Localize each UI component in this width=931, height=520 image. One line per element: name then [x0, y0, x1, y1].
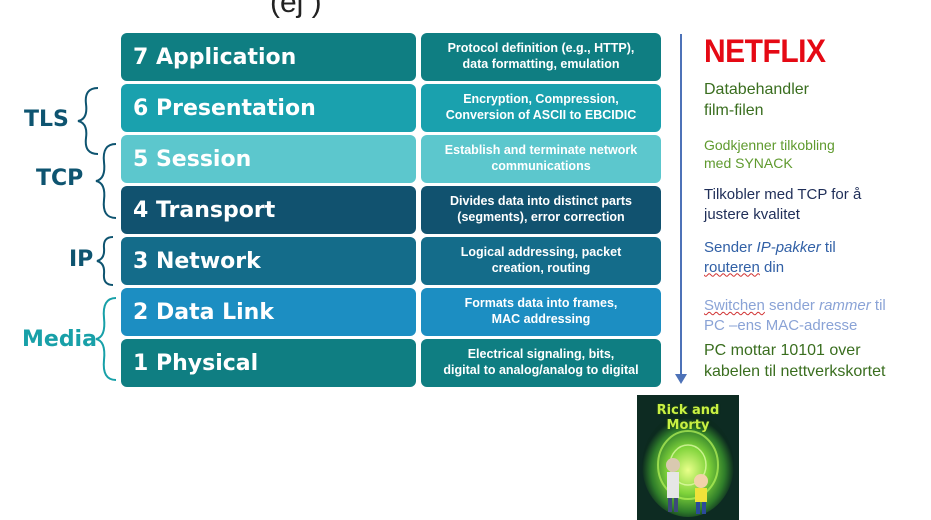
arrow-down-icon	[675, 374, 687, 384]
layer-3-network: 3 Network	[121, 237, 416, 285]
layer-4-description: Divides data into distinct parts (segmen…	[421, 186, 661, 234]
layer-1-description: Electrical signaling, bits, digital to a…	[421, 339, 661, 387]
layer-1-physical: 1 Physical	[121, 339, 416, 387]
flow-arrow-line	[680, 34, 682, 377]
note-transport: Tilkobler med TCP for å justere kvalitet	[704, 186, 862, 223]
layer-5-session: 5 Session	[121, 135, 416, 183]
protocol-tcp-label: TCP	[36, 166, 84, 191]
protocol-media-label: Media	[22, 327, 97, 352]
note-network: Sender IP-pakker til routeren din	[704, 239, 836, 276]
tcp-brace-icon	[95, 143, 117, 219]
ip-brace-icon	[96, 236, 114, 286]
netflix-logo: NETFLIX	[704, 34, 826, 70]
layer-5-description: Establish and terminate network communic…	[421, 135, 661, 183]
note-application: Databehandler film-filen	[704, 81, 809, 119]
layer-6-description: Encryption, Compression, Conversion of A…	[421, 84, 661, 132]
layer-7-description: Protocol definition (e.g., HTTP), data f…	[421, 33, 661, 81]
poster-art-icon	[637, 395, 739, 520]
layer-7-application: 7 Application	[121, 33, 416, 81]
note-data-link: Switchen sender rammer til PC –ens MAC-a…	[704, 297, 886, 334]
layer-6-presentation: 6 Presentation	[121, 84, 416, 132]
media-brace-icon	[95, 297, 117, 381]
title-fragment: (ej )	[270, 0, 322, 19]
layer-2-data-link: 2 Data Link	[121, 288, 416, 336]
rick-and-morty-poster: Rick and Morty	[637, 395, 739, 520]
layer-2-description: Formats data into frames, MAC addressing	[421, 288, 661, 336]
poster-title: Rick and Morty	[656, 403, 720, 433]
protocol-ip-label: IP	[69, 247, 94, 272]
protocol-tls-label: TLS	[24, 107, 69, 132]
note-session: Godkjenner tilkobling med SYNACK	[704, 137, 835, 171]
note-physical: PC mottar 10101 over kabelen til nettver…	[704, 342, 886, 380]
layer-4-transport: 4 Transport	[121, 186, 416, 234]
tls-brace-icon	[77, 87, 99, 155]
layer-3-description: Logical addressing, packet creation, rou…	[421, 237, 661, 285]
